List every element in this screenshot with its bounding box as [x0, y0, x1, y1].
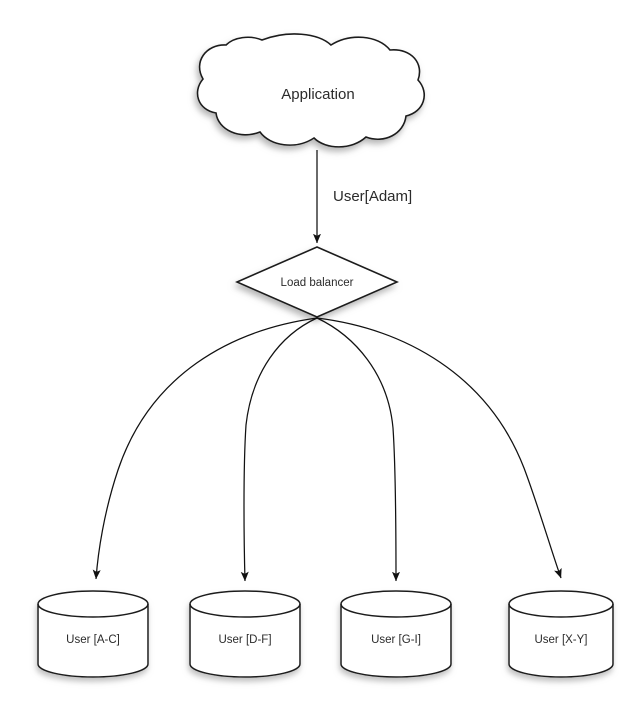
- edge-lb-to-shard-x-y: [316, 317, 562, 579]
- shard-node-d-f[interactable]: User [D-F]: [189, 590, 301, 678]
- load-balancer-label: Load balancer: [281, 277, 354, 289]
- application-cloud-node[interactable]: Application: [196, 33, 426, 148]
- edge-lb-to-shard-d-f: [240, 317, 318, 582]
- edge-lb-to-shard-a-c: [92, 317, 318, 580]
- edge-label-user-adam: User[Adam]: [333, 188, 412, 205]
- shard-label-x-y: User [X-Y]: [534, 634, 587, 646]
- load-balancer-node[interactable]: Load balancer: [235, 246, 399, 318]
- shard-node-a-c[interactable]: User [A-C]: [37, 590, 149, 678]
- shard-label-d-f: User [D-F]: [218, 634, 271, 646]
- shard-node-g-i[interactable]: User [G-I]: [340, 590, 452, 678]
- shard-label-g-i: User [G-I]: [371, 634, 421, 646]
- edge-app-to-load-balancer: User[Adam]: [313, 150, 412, 244]
- application-cloud-label: Application: [281, 86, 354, 103]
- shard-label-a-c: User [A-C]: [66, 634, 120, 646]
- edge-lb-to-shard-g-i: [316, 317, 400, 582]
- shard-node-x-y[interactable]: User [X-Y]: [508, 590, 614, 678]
